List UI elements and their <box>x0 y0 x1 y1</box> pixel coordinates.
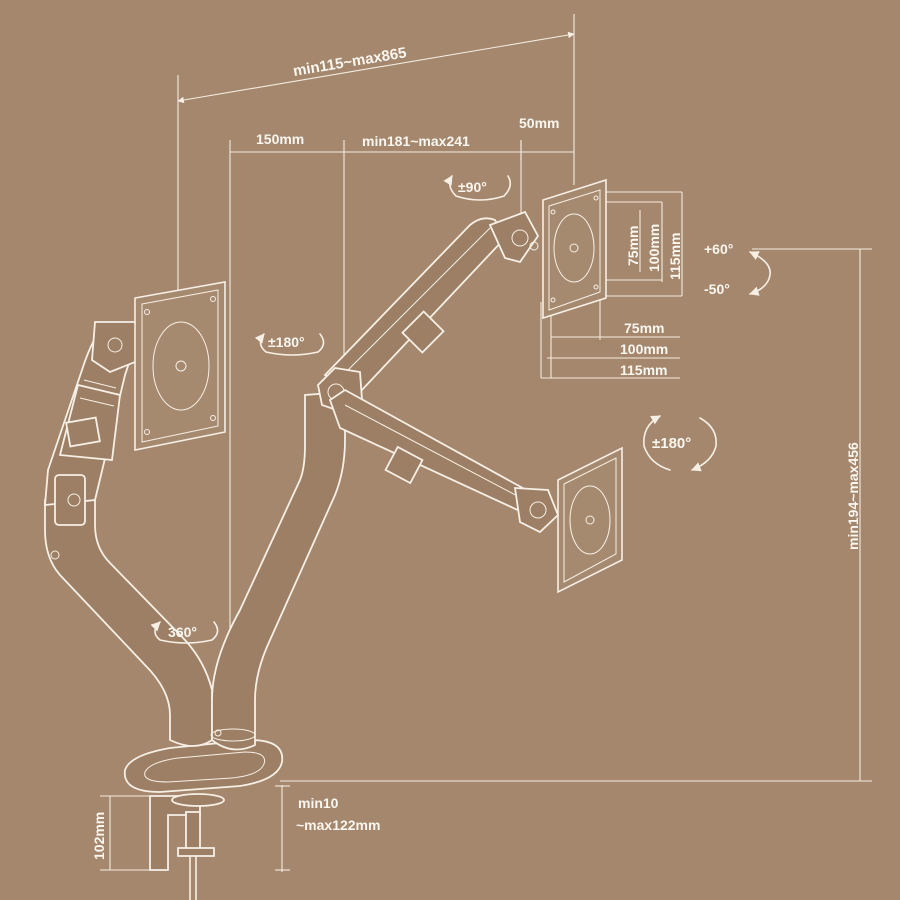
height-range-label: min194~max456 <box>845 442 861 550</box>
rotate-left-label: ±180° <box>268 334 305 350</box>
vesa-75-horizontal-label: 75mm <box>624 320 664 336</box>
lower-arm <box>328 388 560 534</box>
vesa-115-horizontal-label: 115mm <box>620 362 667 378</box>
offset-range-label: min181~max241 <box>362 133 470 149</box>
clamp-height-label: 102mm <box>91 812 107 860</box>
vesa-100-vertical-label: 100mm <box>646 224 662 272</box>
desk-clamp <box>123 739 284 900</box>
vesa-115-vertical-label: 115mm <box>667 233 683 280</box>
rotate-right-label: ±180° <box>652 435 691 452</box>
offset-150-label: 150mm <box>256 131 304 147</box>
left-vesa-plate <box>134 281 226 451</box>
top-reach-label: min115~max865 <box>292 44 408 80</box>
vesa-75-vertical-label: 75mm <box>625 226 641 266</box>
swivel-90-label: ±90° <box>458 179 487 195</box>
base-rotation-label: 360° <box>168 624 197 640</box>
rotation-arrows <box>150 175 771 644</box>
left-arm <box>44 321 141 526</box>
y-pole <box>44 391 346 751</box>
desk-thickness-label-1: min10 <box>298 795 339 811</box>
upper-arm <box>317 210 540 413</box>
tilt-down-label: -50° <box>704 281 730 297</box>
tilt-up-label: +60° <box>704 241 733 257</box>
lower-vesa-plate <box>557 446 623 594</box>
dimension-lines <box>100 14 872 872</box>
vesa-100-horizontal-label: 100mm <box>620 341 668 357</box>
offset-50-label: 50mm <box>519 115 559 131</box>
desk-thickness-label-2: ~max122mm <box>296 817 380 833</box>
upper-vesa-plate <box>542 178 607 320</box>
